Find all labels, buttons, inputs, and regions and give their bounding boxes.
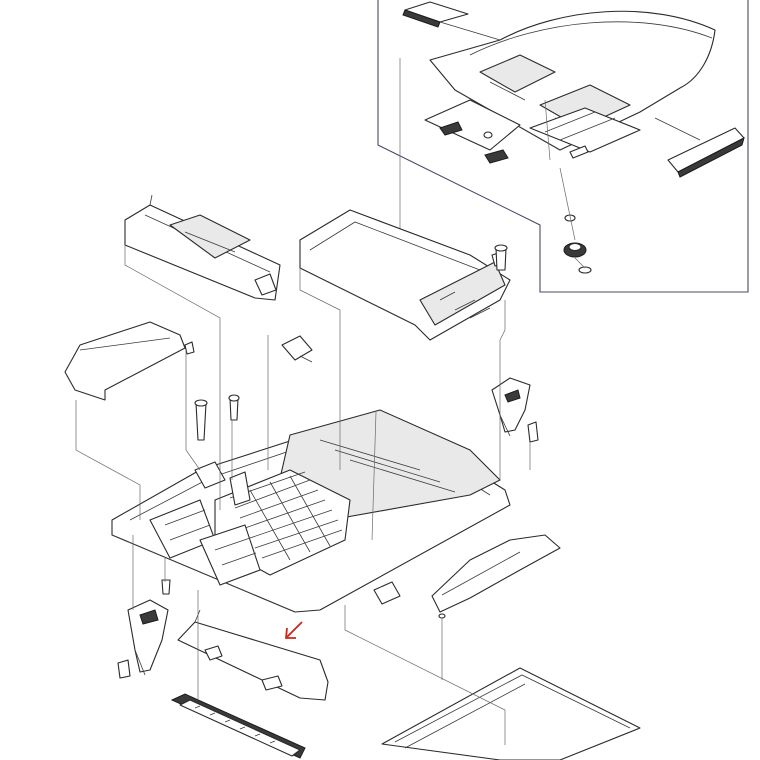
side-cover (431, 534, 561, 619)
latch-left (117, 599, 169, 679)
tray-extension-left (402, 1, 501, 41)
tray-extension-right (654, 117, 745, 178)
base-frame (111, 409, 511, 613)
screws (161, 244, 508, 605)
rail (170, 693, 306, 759)
inset-frame (377, 0, 749, 293)
upper-cover (299, 209, 511, 341)
latch-right (491, 377, 539, 443)
paper-guide (529, 107, 641, 159)
plate (177, 609, 329, 701)
tray-cover (424, 99, 521, 164)
leader-lines (75, 245, 531, 745)
left-cover (64, 321, 195, 401)
tray-sheet (381, 667, 641, 760)
red-arrow-icon (285, 621, 303, 639)
rear-bracket (124, 194, 281, 301)
gear (544, 99, 592, 274)
